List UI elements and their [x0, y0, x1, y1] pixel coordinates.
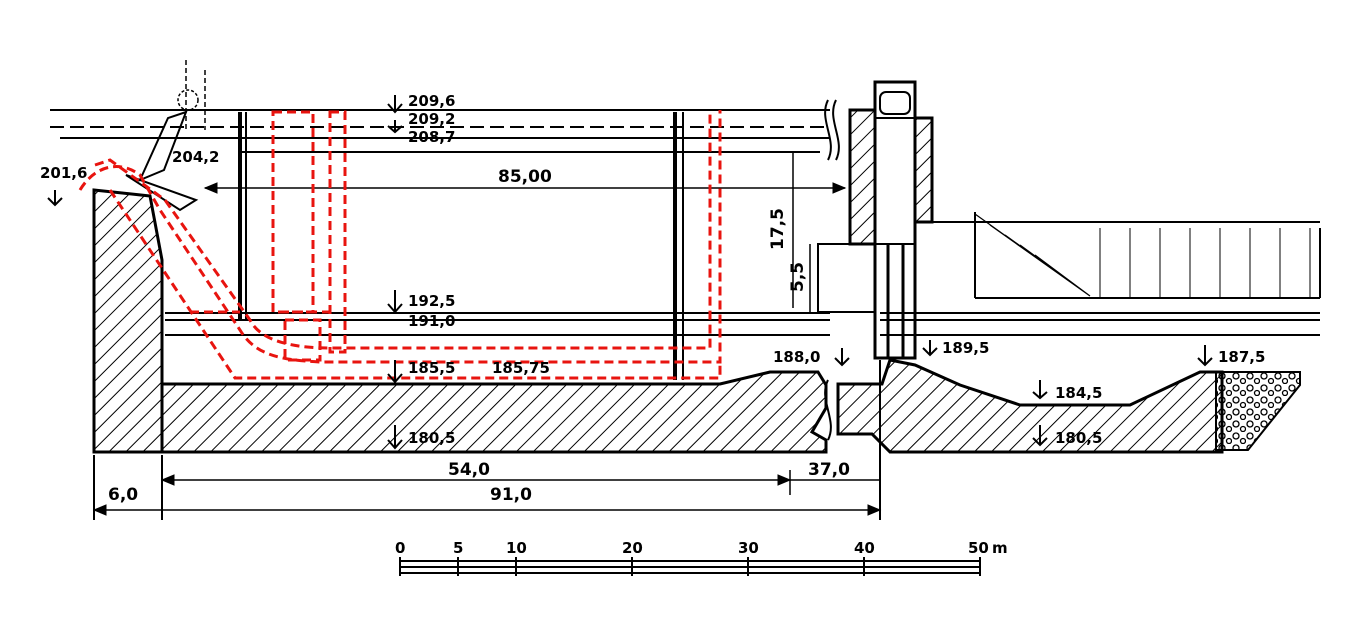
dimension-label-segment-left: 6,0 — [108, 485, 138, 505]
scale-unit: m — [992, 539, 1008, 557]
dimension-label-floor-length: 54,0 — [448, 460, 490, 480]
downstream-apron — [836, 358, 1224, 454]
scale-bar: 0 5 10 20 30 40 50 m — [395, 539, 1008, 576]
elevation-label-mid-1: 192,5 — [408, 292, 455, 310]
upstream-wall — [92, 188, 164, 454]
elevation-label-floor-2: 185,75 — [492, 359, 550, 377]
scale-tick-50: 50 — [968, 539, 989, 557]
scale-tick-10: 10 — [506, 539, 527, 557]
elevation-label-top-1: 209,6 — [408, 92, 455, 110]
gate-tower — [848, 108, 877, 246]
elevation-label-gate-sill: 204,2 — [172, 148, 219, 166]
elevation-label-mid-2: 191,0 — [408, 312, 455, 330]
concrete-structure — [92, 108, 1224, 454]
elevation-label-left-crest: 201,6 — [40, 164, 87, 182]
elevation-label-downstream-bank: 187,5 — [1218, 348, 1265, 366]
scale-tick-20: 20 — [622, 539, 643, 557]
elevation-label-floor-base: 180,5 — [408, 429, 455, 447]
gravel-riprap — [1215, 371, 1301, 451]
dimension-label-segment-right: 37,0 — [808, 460, 850, 480]
dimension-label-height: 17,5 — [768, 208, 788, 250]
dimension-label-length-main: 85,00 — [498, 167, 552, 187]
elevation-label-top-2: 209,2 — [408, 110, 455, 128]
scale-tick-5: 5 — [453, 539, 463, 557]
elevation-label-floor-1: 185,5 — [408, 359, 455, 377]
elevation-label-downstream-low: 184,5 — [1055, 384, 1102, 402]
elevation-label-right-step: 188,0 — [773, 348, 820, 366]
scale-tick-30: 30 — [738, 539, 759, 557]
dimension-label-total-length: 91,0 — [490, 485, 532, 505]
elevation-label-top-3: 208,7 — [408, 128, 455, 146]
scale-tick-0: 0 — [395, 539, 405, 557]
lock-floor-slab — [160, 370, 828, 454]
filling-culvert — [78, 110, 722, 380]
elevation-markers — [47, 95, 1213, 450]
scale-tick-40: 40 — [854, 539, 875, 557]
elevation-label-downstream-base: 180,5 — [1055, 429, 1102, 447]
dimension-label-height-small: 5,5 — [788, 262, 808, 292]
elevation-label-downstream: 189,5 — [942, 339, 989, 357]
